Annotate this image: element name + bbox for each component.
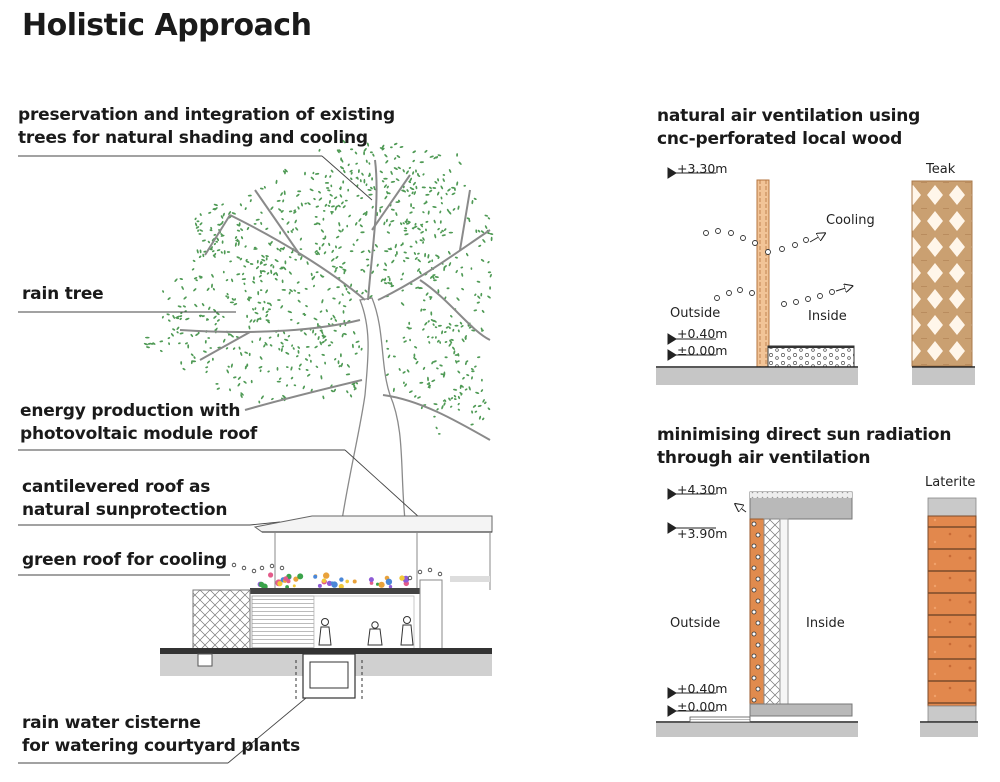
label-trees: preservation and integration of existing… (18, 104, 395, 150)
ventilation-outside: Outside (670, 306, 721, 321)
ventilation-heading-line2: cnc-perforated local wood (657, 129, 903, 149)
label-cantilever-line1: cantilevered roof as (22, 477, 211, 497)
label-cantilever: cantilevered roof as natural sunprotecti… (22, 476, 227, 522)
level-000-b: ±0.00m (677, 699, 728, 714)
ventilation-heading: natural air ventilation using cnc-perfor… (657, 105, 920, 151)
ventilation-section (656, 167, 975, 385)
cooling-label: Cooling (826, 213, 875, 228)
tree-trunk (341, 297, 406, 521)
level-000: ±0.00m (677, 343, 728, 358)
label-energy-line2: photovoltaic module roof (20, 424, 258, 444)
level-430: +4.30m (677, 482, 728, 497)
page-title: Holistic Approach (22, 8, 312, 43)
radiation-heading-line2: through air ventilation (657, 448, 871, 468)
label-cistern-line1: rain water cisterne (22, 713, 201, 733)
label-rain-tree: rain tree (22, 284, 104, 304)
level-330: +3.30m (677, 161, 728, 176)
level-040-b: +0.40m (677, 681, 728, 696)
radiation-heading-line1: minimising direct sun radiation (657, 425, 952, 445)
building-section (160, 515, 493, 700)
radiation-section (656, 488, 978, 737)
ventilation-inside: Inside (808, 309, 847, 324)
radiation-outside: Outside (670, 616, 721, 631)
laterite-label: Laterite (925, 475, 976, 490)
tree-branches (179, 159, 491, 441)
radiation-inside: Inside (806, 616, 845, 631)
label-energy: energy production with photovoltaic modu… (20, 400, 257, 446)
teak-label: Teak (926, 162, 956, 177)
level-040: +0.40m (677, 326, 728, 341)
label-green-roof: green roof for cooling (22, 550, 228, 570)
label-energy-line1: energy production with (20, 401, 241, 421)
level-390: +3.90m (677, 526, 728, 541)
label-trees-line2: trees for natural shading and cooling (18, 128, 368, 148)
label-cistern-line2: for watering courtyard plants (22, 736, 301, 756)
label-trees-line1: preservation and integration of existing (18, 105, 395, 125)
label-cistern: rain water cisterne for watering courtya… (22, 712, 300, 758)
ventilation-heading-line1: natural air ventilation using (657, 106, 921, 126)
label-cantilever-line2: natural sunprotection (22, 500, 228, 520)
radiation-heading: minimising direct sun radiation through … (657, 424, 951, 470)
